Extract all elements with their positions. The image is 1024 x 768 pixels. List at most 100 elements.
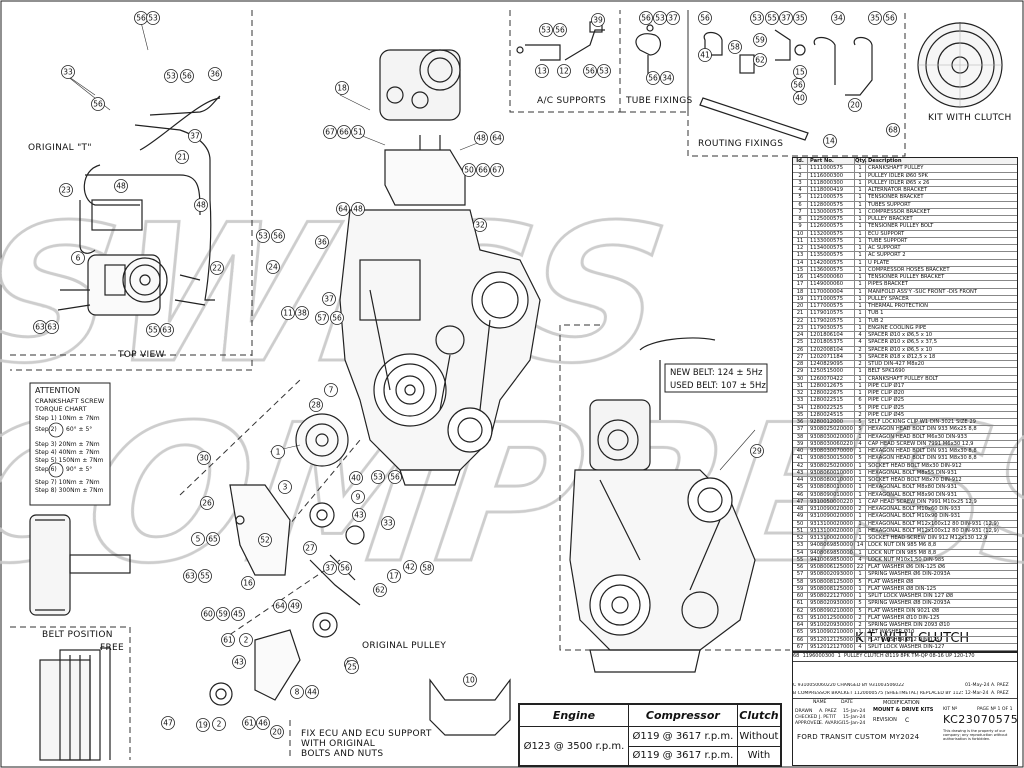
callout-number: 59 bbox=[755, 36, 765, 45]
part-id: 23 bbox=[793, 324, 808, 331]
callout-number: 58 bbox=[422, 564, 432, 573]
callout-number: 1 bbox=[276, 448, 281, 457]
callout-number: 55 bbox=[148, 326, 158, 335]
callout-circle bbox=[883, 11, 897, 25]
part-number: 1170000004 bbox=[808, 288, 855, 295]
part-id: 54 bbox=[793, 549, 808, 556]
callout-number: 43 bbox=[234, 658, 244, 667]
callout-circle bbox=[232, 655, 246, 669]
callout-circle bbox=[476, 163, 490, 177]
callout-circle bbox=[388, 470, 402, 484]
callout-circle bbox=[91, 97, 105, 111]
callout-number: 60 bbox=[203, 610, 213, 619]
callout-number: 56 bbox=[340, 564, 350, 573]
callout-number: 66 bbox=[339, 128, 349, 137]
part-id: 25 bbox=[793, 339, 808, 346]
callout-number: 55 bbox=[767, 14, 777, 23]
callout-number: 35 bbox=[870, 14, 880, 23]
header-id: Id. bbox=[793, 158, 808, 165]
part-description: TUBES SUPPORT bbox=[868, 201, 911, 208]
part-description: HEXAGON HEAD BOLT DIN 931 M8x30 8,8 bbox=[868, 455, 977, 462]
callout-number: 63 bbox=[47, 323, 57, 332]
perf-clutch-value-2: With bbox=[736, 745, 782, 767]
part-qty: 1 bbox=[855, 498, 866, 505]
part-qty: 1 bbox=[855, 484, 866, 491]
callout-circle bbox=[324, 383, 338, 397]
revision-name-c: A. PAEZ bbox=[991, 683, 1009, 688]
part-id: 20 bbox=[793, 303, 808, 310]
part-number: 9508006125000 bbox=[808, 564, 855, 571]
part-qty: 14 bbox=[855, 542, 866, 549]
part-description: FLAT WASHER Ø8 bbox=[868, 578, 914, 585]
part-description: SPACER Ø10 x Ø6,5 x 10 bbox=[868, 332, 933, 338]
callout-number: 48 bbox=[353, 205, 363, 214]
part-id: 26 bbox=[793, 346, 808, 353]
label-original-pulley: ORIGINAL PULLEY bbox=[362, 641, 446, 651]
callout-number: 61 bbox=[223, 636, 233, 645]
callout-number: 56 bbox=[700, 14, 710, 23]
part-number: 1280022525 bbox=[808, 404, 855, 411]
part-id: 24 bbox=[793, 332, 808, 339]
callout-number: 7 bbox=[329, 386, 334, 395]
callout-number: 37 bbox=[781, 14, 791, 23]
callout-number: 16 bbox=[243, 579, 253, 588]
part-id: 27 bbox=[793, 353, 808, 360]
callout-circle bbox=[539, 23, 553, 37]
part-description: THERMAL PROTECTION bbox=[868, 303, 929, 309]
part-id: 51 bbox=[793, 527, 808, 534]
used-belt-spec: USED BELT: 107 ± 5Hz bbox=[670, 381, 766, 391]
part-description: AET WASHER Ø10 bbox=[868, 629, 915, 636]
part-qty: 1 bbox=[855, 433, 866, 440]
part-qty: 1 bbox=[855, 274, 866, 281]
part-id: 47 bbox=[793, 498, 808, 505]
label-original-t: ORIGINAL "T" bbox=[28, 143, 92, 153]
header-qty: Qty. bbox=[855, 158, 867, 165]
part-qty: 1 bbox=[855, 527, 866, 534]
parts-header-row: Id. Part No. Qty. Description bbox=[793, 158, 1017, 166]
part-number: 1250515000 bbox=[808, 368, 855, 375]
part-description: HEXAGON HEAD BOLT DIN 931 M8x30 8,8 bbox=[868, 448, 977, 454]
callout-number: 62 bbox=[755, 56, 765, 65]
part-number: 9313100020000 bbox=[808, 535, 855, 542]
part-description: AC SUPPORT bbox=[868, 245, 901, 251]
part-number: 9308030060220 bbox=[808, 440, 855, 447]
part-qty: 1 bbox=[855, 187, 866, 194]
perf-compressor-value-2: Ø119 @ 3617 r.p.m. bbox=[627, 745, 738, 767]
attention-subtitle-2: TORQUE CHART bbox=[34, 405, 87, 413]
part-qty: 1 bbox=[855, 216, 866, 223]
part-qty: 1 bbox=[855, 491, 866, 498]
callout-circle bbox=[848, 98, 862, 112]
kit-number: KC23070575 bbox=[943, 713, 1019, 726]
label-fix-ecu-line2: WITH ORIGINAL bbox=[301, 739, 375, 749]
part-description: HEXAGON HEAD BOLT DIN 933 M6x25 8,8 bbox=[868, 426, 977, 433]
part-number: 9508022127000 bbox=[808, 593, 855, 600]
part-qty: 1 bbox=[855, 281, 866, 288]
callout-number: 57 bbox=[317, 314, 327, 323]
part-description: HEXAGONAL BOLT M12x100x12 80 DIN-931 (12… bbox=[868, 527, 999, 534]
part-id: 17 bbox=[793, 281, 808, 288]
callout-circle bbox=[338, 561, 352, 575]
callout-number: 56 bbox=[585, 67, 595, 76]
part-id: 63 bbox=[793, 614, 808, 621]
callout-number: 10 bbox=[465, 676, 475, 685]
part-number: 9408069850000 bbox=[808, 542, 855, 549]
callout-number: 28 bbox=[311, 401, 321, 410]
part-number: 9308030020000 bbox=[808, 433, 855, 440]
callout-circle bbox=[323, 561, 337, 575]
callout-circle bbox=[381, 516, 395, 530]
part-qty: 1 bbox=[855, 165, 866, 172]
callout-number: 9 bbox=[356, 493, 361, 502]
part-id: 8 bbox=[793, 216, 808, 223]
callout-number: 55 bbox=[200, 572, 210, 581]
part-description: PIPE CLIP Ø25 bbox=[868, 397, 905, 404]
part-number: 1201805375 bbox=[808, 339, 855, 346]
part-qty: 4 bbox=[855, 332, 866, 339]
part-description: SPACER Ø10 x Ø6,5 x 37,5 bbox=[868, 339, 938, 346]
callout-circle bbox=[290, 685, 304, 699]
attention-subtitle: CRANKSHAFT SCREW bbox=[35, 397, 105, 405]
